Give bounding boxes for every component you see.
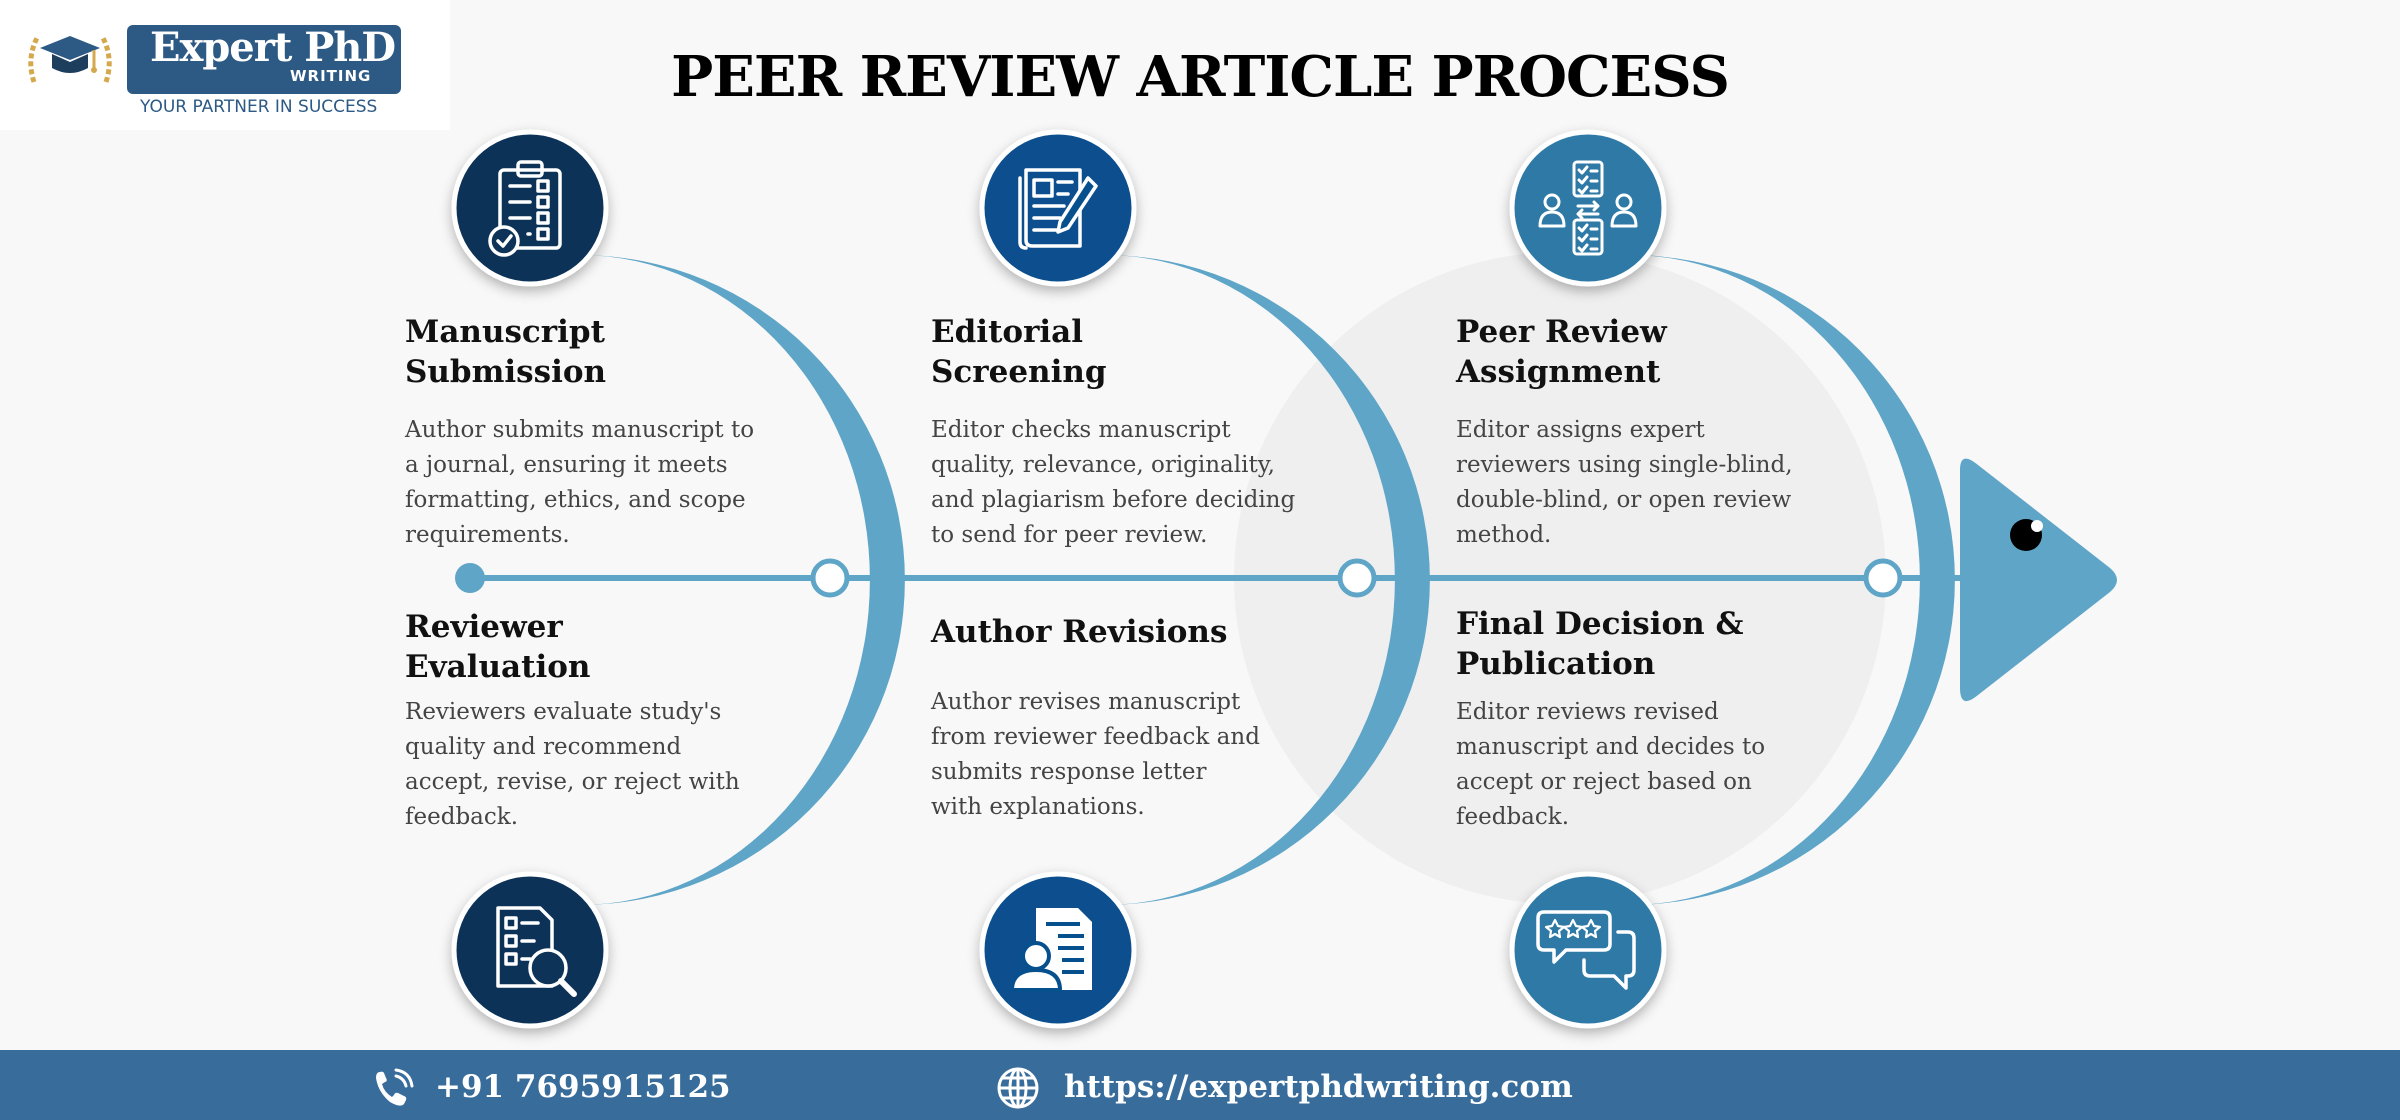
step-heading-editorial-screening: Editorial Screening: [931, 314, 1107, 390]
brand-name: Expert PhD: [150, 24, 396, 71]
rating-chat-icon: [1536, 910, 1636, 990]
step-heading-peer-review-assignment: Peer Review Assignment: [1456, 314, 1667, 390]
step-heading-reviewer-evaluation: Reviewer Evaluation: [405, 609, 591, 685]
arrow-eye-highlight: [2031, 520, 2043, 532]
author-document-icon: [1009, 908, 1092, 992]
graduation-cap-icon: [28, 34, 112, 83]
phone-icon: [376, 1068, 414, 1106]
step-description-editorial-screening: Editor checks manuscript quality, releva…: [931, 417, 1296, 548]
footer-bar: [0, 1050, 2400, 1120]
footer-website-link[interactable]: https://expertphdwriting.com: [1064, 1069, 1573, 1105]
document-edit-icon: [1018, 168, 1098, 250]
page-title: PEER REVIEW ARTICLE PROCESS: [671, 44, 1730, 110]
step-description-reviewer-evaluation: Reviewers evaluate study's quality and r…: [405, 699, 740, 830]
step-description-final-decision: Editor reviews revised manuscript and de…: [1456, 699, 1766, 830]
step-description-peer-review-assignment: Editor assigns expert reviewers using si…: [1456, 417, 1793, 548]
node-2: [1337, 558, 1377, 598]
logo-banner: [127, 25, 401, 94]
node-1: [810, 558, 850, 598]
clipboard-checklist-icon: [488, 160, 562, 257]
node-3: [1863, 558, 1903, 598]
step-description-manuscript-submission: Author submits manuscript to a journal, …: [405, 417, 755, 548]
reviewer-assignment-icon: [1538, 160, 1638, 256]
arrow-head: [1960, 458, 2117, 702]
globe-icon: [997, 1067, 1039, 1109]
step-circle-4: [451, 871, 609, 1029]
step-heading-author-revisions: Author Revisions: [931, 614, 1228, 650]
brand-sub: WRITING: [290, 67, 372, 85]
step-circle-3: [1509, 129, 1667, 287]
start-dot: [455, 563, 485, 593]
step-heading-final-decision: Final Decision & Publication: [1456, 606, 1744, 682]
logo: Expert PhD WRITING YOUR PARTNER IN SUCCE…: [0, 0, 450, 130]
checklist-magnifier-icon: [496, 906, 577, 997]
step-heading-manuscript-submission: Manuscript Submission: [405, 314, 607, 390]
footer-phone[interactable]: +91 7695915125: [435, 1069, 731, 1105]
step-description-author-revisions: Author revises manuscript from reviewer …: [931, 689, 1260, 820]
step-circle-1: [451, 129, 609, 287]
step-circle-2: [979, 129, 1137, 287]
brand-tagline: YOUR PARTNER IN SUCCESS: [140, 97, 378, 117]
